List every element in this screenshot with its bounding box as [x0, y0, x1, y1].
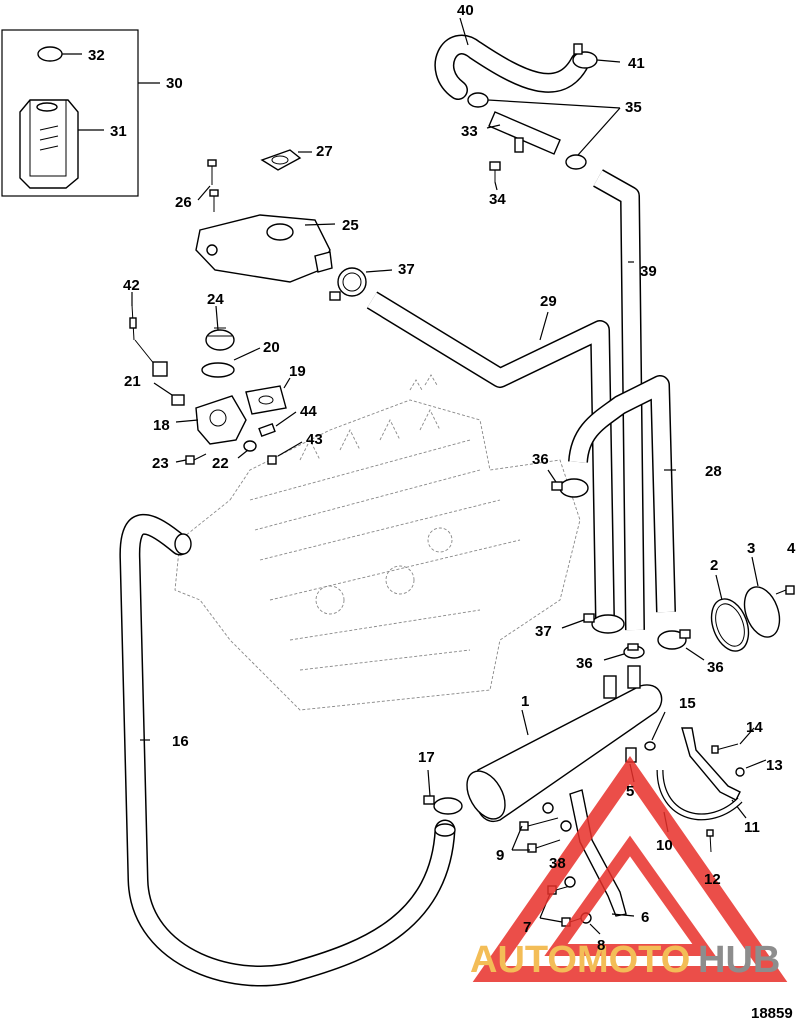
bolt-23	[175, 453, 207, 465]
bolts-26	[197, 159, 219, 212]
callout-18: 18	[153, 417, 170, 434]
fitting-22	[237, 440, 257, 459]
watermark-text-automoto: AUTOMOTO	[470, 939, 690, 981]
callout-38: 38	[549, 855, 566, 872]
callout-39: 39	[640, 263, 657, 280]
callout-21: 21	[124, 373, 141, 390]
callout-16: 16	[172, 733, 189, 750]
coolant-reservoir	[19, 99, 104, 189]
watermark-logo: AUTOMOTO HUB	[470, 755, 788, 982]
callout-40: 40	[457, 2, 474, 19]
hose-clamp-37-lower	[561, 613, 625, 634]
hose-29	[366, 291, 615, 621]
hose-40	[434, 34, 590, 100]
callout-1: 1	[521, 693, 529, 710]
callout-11: 11	[744, 819, 760, 836]
callout-31: 31	[110, 123, 127, 140]
callout-32: 32	[88, 47, 105, 64]
bracket-6	[569, 789, 635, 917]
callout-17: 17	[418, 749, 435, 766]
watermark-text-hub: HUB	[698, 939, 780, 981]
callout-24: 24	[207, 291, 224, 308]
callout-42: 42	[123, 277, 140, 294]
gasket-2	[710, 574, 750, 652]
hose-28	[568, 375, 676, 613]
reservoir-cap	[37, 46, 82, 62]
washer-38	[564, 876, 576, 888]
callout-20: 20	[263, 339, 280, 356]
callout-34: 34	[489, 191, 506, 208]
heat-exchanger-1	[466, 665, 663, 823]
nut-13	[735, 767, 745, 777]
reservoir-inset	[1, 29, 160, 197]
callout-12: 12	[704, 871, 721, 888]
callout-36-right: 36	[707, 659, 724, 676]
bolts-9	[511, 802, 572, 853]
hose-39	[593, 169, 645, 631]
bolt-34	[489, 161, 501, 182]
callout-10: 10	[656, 837, 673, 854]
water-housing-18	[175, 395, 247, 445]
callout-44: 44	[300, 403, 317, 420]
callout-29: 29	[540, 293, 557, 310]
hose-clamp-36-upper	[547, 469, 589, 498]
fitting-21	[153, 382, 185, 406]
gasket-19	[245, 377, 291, 415]
washer-15	[644, 711, 666, 751]
callout-35: 35	[625, 99, 642, 116]
crossover-tube-33	[467, 92, 621, 170]
hose-16	[119, 513, 456, 987]
callout-5: 5	[626, 783, 634, 800]
callout-14: 14	[746, 719, 763, 736]
callout-13: 13	[766, 757, 783, 774]
callout-37-lower: 37	[535, 623, 552, 640]
seal-20	[201, 347, 261, 378]
callout-22: 22	[212, 455, 229, 472]
callout-28: 28	[705, 463, 722, 480]
callout-19: 19	[289, 363, 306, 380]
gasket-27	[260, 149, 312, 171]
callout-33: 33	[461, 123, 478, 140]
callout-2: 2	[710, 557, 718, 574]
callout-37-top: 37	[398, 261, 415, 278]
callout-4: 4	[787, 540, 796, 557]
hose-clamp-17	[423, 769, 463, 815]
callout-7: 7	[523, 919, 531, 936]
hose-clamp-37-top	[329, 267, 393, 301]
fitting-44	[258, 411, 297, 438]
callout-8: 8	[597, 937, 605, 954]
callout-3: 3	[747, 540, 755, 557]
callout-6: 6	[641, 909, 649, 926]
callout-26: 26	[175, 194, 192, 211]
hose-clamp-36-middle	[603, 643, 645, 661]
bolt-4	[775, 585, 795, 595]
callout-36-middle: 36	[576, 655, 593, 672]
callout-43: 43	[306, 431, 323, 448]
end-cover-3	[743, 556, 781, 638]
sensor-42	[129, 304, 168, 377]
screw-12	[706, 829, 714, 853]
hose-clamp-41	[572, 43, 621, 69]
diagram-id: 18859	[751, 1005, 793, 1022]
thermostat-housing-25	[195, 214, 336, 283]
callout-25: 25	[342, 217, 359, 234]
callout-27: 27	[316, 143, 333, 160]
callout-36-upper: 36	[532, 451, 549, 468]
callout-labels: 1 2 3 4 5 6 7 8 9 10 11 12 13 14 15 16 1…	[88, 2, 796, 954]
hose-clamp-36-right	[657, 629, 705, 661]
callout-41: 41	[628, 55, 645, 72]
screw-14	[711, 743, 739, 754]
callout-23: 23	[152, 455, 169, 472]
callout-15: 15	[679, 695, 696, 712]
engine-block-outline	[174, 374, 581, 711]
callout-9: 9	[496, 847, 504, 864]
sensor-43	[267, 441, 303, 465]
callout-30: 30	[166, 75, 183, 92]
thermostat-24	[205, 327, 235, 351]
